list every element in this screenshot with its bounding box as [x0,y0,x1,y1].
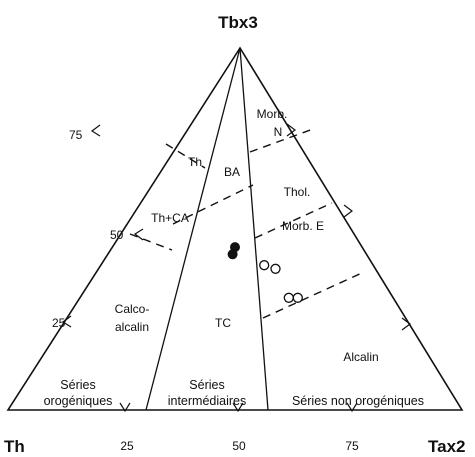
vertex-label-left: Th [4,437,25,456]
bottom-tick-label-50: 50 [232,439,246,453]
right-tick-arrow-upper [286,123,296,137]
field-label-morb: Morb. [257,107,288,121]
series-label-non-orogenic: Séries non orogéniques [292,394,424,408]
data-point-open-2 [270,263,281,274]
bottom-tick-arrow-75 [346,402,358,413]
series-label-intermediate-2: intermédiaires [168,394,247,408]
right-tick-arrow-middle [343,204,353,218]
left-tick-label-75: 75 [69,128,83,142]
vertex-label-top: Tbx3 [218,13,258,32]
left-tick-label-25: 25 [52,316,66,330]
left-tick-arrow-25 [61,315,72,328]
data-point-open-1 [259,260,270,271]
right-tick-arrow-lower [401,317,411,331]
field-label-alcalin: Alcalin [343,350,378,364]
series-label-orogenic-2: orogéniques [44,394,113,408]
boundary-right [239,47,269,411]
bottom-tick-arrow-25 [119,402,131,413]
field-label-th: Th [188,155,202,169]
left-tick-label-50: 50 [110,228,124,242]
dashed-morbe-boundary [254,202,333,239]
data-point-open-4 [292,292,303,303]
field-label-thol: Thol. [284,185,311,199]
dashed-left-50 [129,233,173,251]
field-label-n: N [274,125,283,139]
field-label-alcalin-calco: alcalin [115,320,149,334]
series-label-intermediate-1: Séries [189,378,224,392]
dashed-th-boundary [165,143,206,169]
data-points [227,242,303,303]
ternary-frame [6,46,464,411]
left-tick-arrow-50 [133,228,144,241]
field-label-ba: BA [224,165,240,179]
data-point-open-3 [283,292,294,303]
field-label-thca: Th+CA [151,211,189,225]
vertex-label-right: Tax2 [428,437,466,456]
series-label-orogenic-1: Séries [60,378,95,392]
bottom-tick-label-75: 75 [345,439,359,453]
bottom-tick-arrow-50 [232,402,244,413]
boundary-left [145,47,241,411]
field-label-calco: Calco- [115,302,150,316]
data-point-filled-2 [227,249,238,260]
bottom-tick-label-25: 25 [120,439,134,453]
field-label-tc: TC [215,316,231,330]
field-label-morbe: Morb. E [282,219,324,233]
left-tick-arrow-75 [90,124,101,137]
dashed-morbn-boundary [249,128,314,153]
dashed-thca-boundary [172,184,254,225]
dashed-alcalin-boundary [262,271,365,319]
